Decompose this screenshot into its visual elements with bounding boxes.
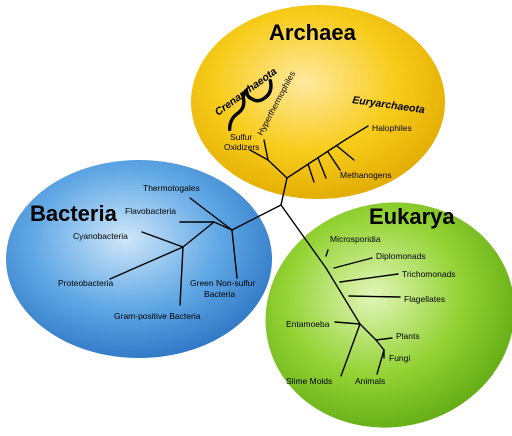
label-diplomonads: Diplomonads (376, 251, 426, 261)
label-thermotogales: Thermotogales (143, 183, 200, 193)
label-slime-molds: Slime Molds (286, 376, 332, 386)
branch-sulfur-oxidizers (249, 149, 269, 161)
label-plants: Plants (396, 331, 420, 341)
branch-flavo-stem (213, 221, 233, 231)
branch-crenarchaeota (267, 159, 288, 179)
branch-animals (376, 349, 385, 375)
label-entamoeba: Entamoeba (286, 319, 330, 329)
bacteria-title: Bacteria (30, 201, 118, 226)
label-cyanobacteria: Cyanobacteria (73, 231, 128, 241)
branch-plants (375, 337, 393, 341)
label-oxidizers: Oxidizers (224, 142, 259, 152)
label-green-nonsulfur-1: Green Non-sulfur (190, 278, 255, 288)
phylogenetic-tree (109, 125, 401, 377)
branch-methano-2 (317, 157, 327, 179)
branch-thermotogales (189, 197, 233, 231)
branch-crown (359, 323, 377, 341)
label-animals: Animals (355, 376, 385, 386)
label-trichomonads: Trichomonads (402, 269, 456, 279)
label-green-nonsulfur-2: Bacteria (204, 289, 235, 299)
eukarya-ellipse (265, 202, 512, 428)
branch-methano-4 (336, 145, 355, 161)
branch-euryarchaeota (286, 139, 346, 179)
label-microsporidia: Microsporidia (330, 234, 381, 244)
branch-flagellates (348, 295, 401, 298)
branch-diplomonads (333, 257, 373, 269)
branch-methano-3 (327, 151, 341, 171)
label-methanogens: Methanogens (340, 170, 392, 180)
label-flagellates: Flagellates (404, 294, 445, 304)
branch-to-archaea (280, 177, 288, 206)
branch-gram-positive (179, 246, 184, 306)
branch-hyperthermophiles (263, 139, 269, 161)
label-gram-positive: Gram-positive Bacteria (114, 311, 201, 321)
branch-entamoeba (334, 321, 361, 325)
bacteria-ellipse (6, 160, 272, 358)
label-proteobacteria: Proteobacteria (58, 278, 114, 288)
branch-cyanobacteria (141, 231, 184, 248)
branch-proteobacteria (109, 246, 184, 280)
label-fungi: Fungi (389, 353, 410, 363)
branch-microsporidia (325, 249, 329, 257)
branch-slime-molds (340, 323, 361, 377)
branch-to-bacteria (231, 204, 282, 231)
branch-green-nonsulfur (231, 229, 238, 279)
crenarchaeota-brace (227, 78, 273, 132)
branch-eukarya-main (325, 267, 361, 325)
branch-trichomonads (339, 273, 399, 283)
branch-halophiles (344, 125, 369, 141)
branch-to-eukarya (280, 204, 327, 269)
label-sulfur: Sulfur (230, 132, 252, 142)
archaea-ellipse (191, 5, 445, 199)
branch-inner (182, 221, 215, 248)
label-halophiles: Halophiles (372, 123, 412, 133)
branch-fungi-animals (375, 339, 385, 351)
eukarya-title: Eukarya (369, 204, 455, 229)
archaea-title: Archaea (269, 20, 357, 45)
branch-methano-1 (307, 163, 315, 183)
label-flavobacteria: Flavobacteria (125, 206, 176, 216)
